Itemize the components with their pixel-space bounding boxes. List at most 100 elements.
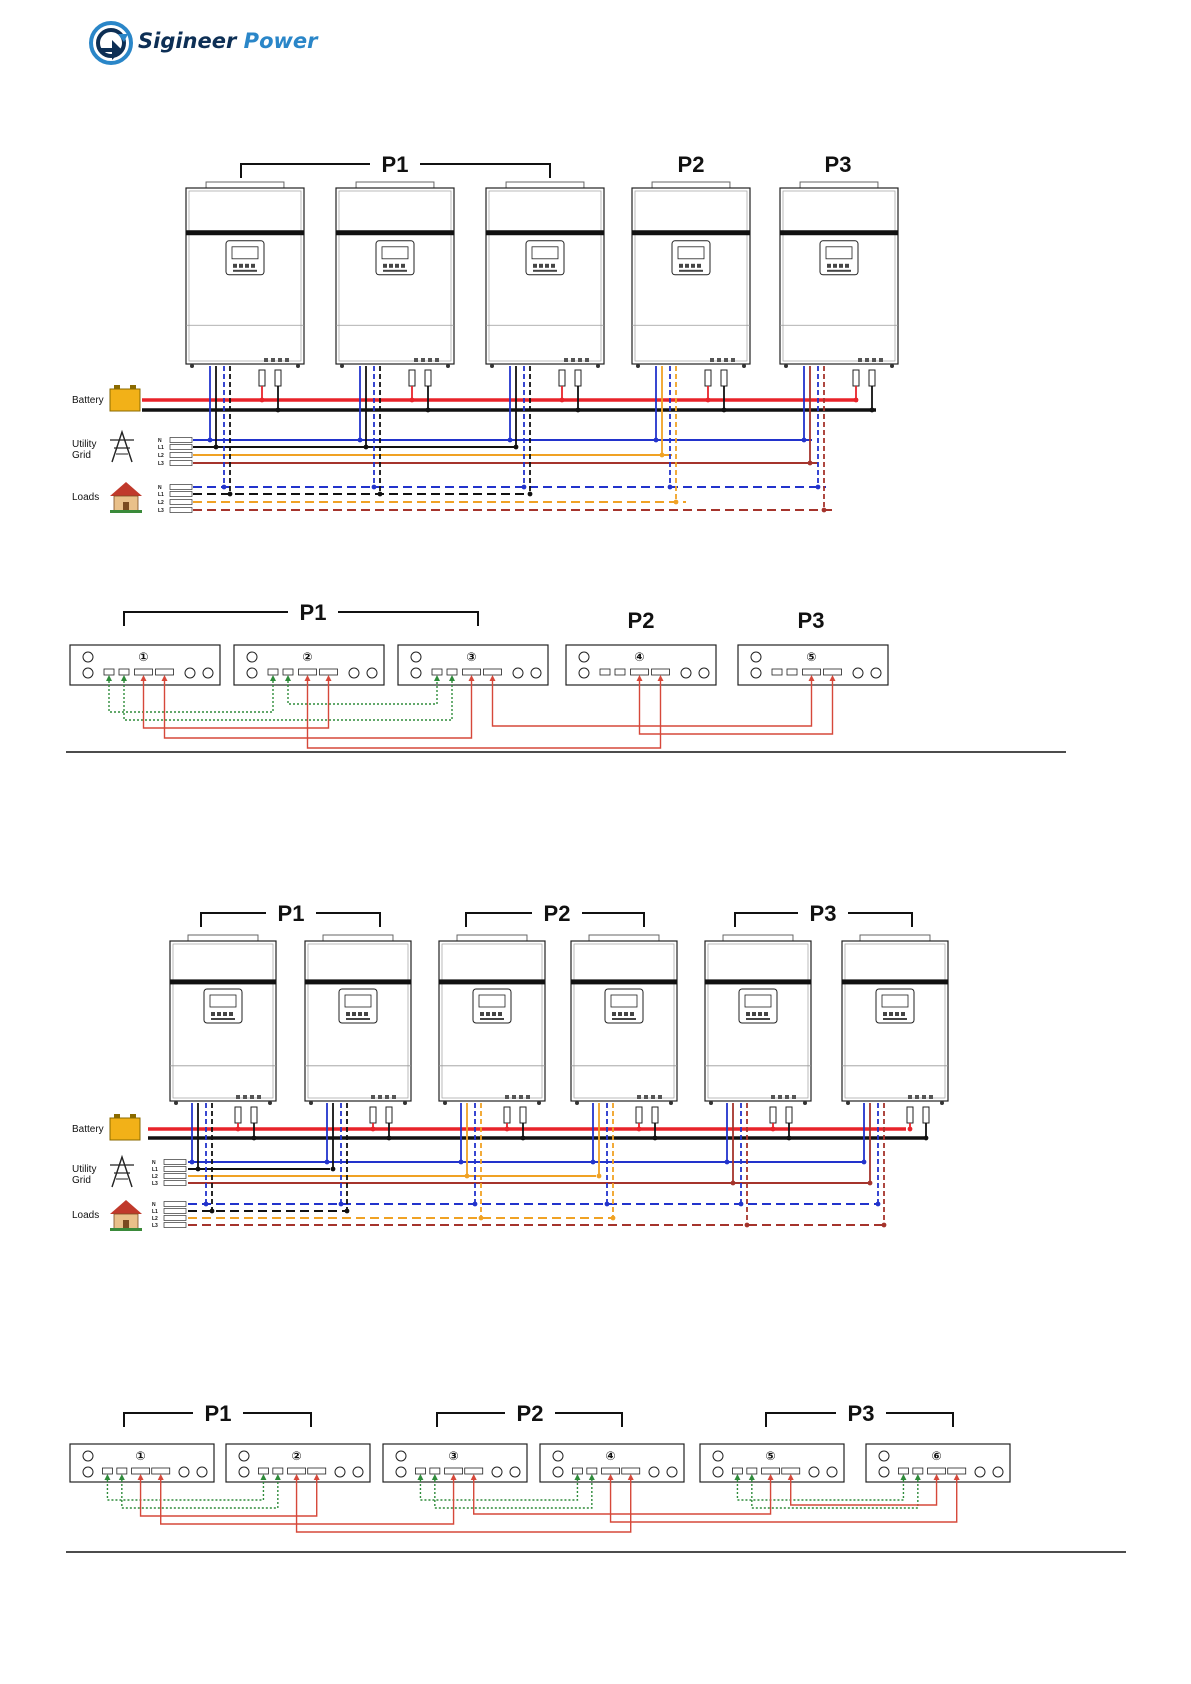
terminal-block xyxy=(164,1216,186,1221)
terminal-block xyxy=(170,492,192,497)
fuse xyxy=(275,370,281,386)
inverter-stripe xyxy=(632,230,750,235)
bracket-line xyxy=(243,1413,311,1427)
foot xyxy=(596,364,600,368)
lcd-screen xyxy=(882,995,908,1007)
comm-cable xyxy=(737,1480,903,1500)
keypad-button xyxy=(352,1012,356,1016)
terminal xyxy=(778,1095,782,1099)
bracket-line xyxy=(241,164,370,178)
junction-dot xyxy=(228,492,233,497)
terminal xyxy=(378,1095,382,1099)
inverter-unit xyxy=(842,935,948,1105)
bracket-line xyxy=(466,913,532,927)
lcd-screen xyxy=(479,995,505,1007)
line-label: L1 xyxy=(152,1209,158,1215)
house-grass-icon xyxy=(110,510,142,513)
foot xyxy=(446,364,450,368)
foot xyxy=(443,1101,447,1105)
comm-cable xyxy=(611,1480,957,1522)
unit-number: ⑥ xyxy=(931,1449,941,1463)
foot xyxy=(309,1101,313,1105)
can-port xyxy=(320,669,338,675)
keypad-button xyxy=(245,264,249,268)
keypad-button xyxy=(533,264,537,268)
unit-number: ② xyxy=(302,650,312,664)
keypad-button xyxy=(551,264,555,268)
lcd-screen xyxy=(210,995,236,1007)
junction-dot xyxy=(522,485,527,490)
keypad-button xyxy=(901,1012,905,1016)
tower-icon xyxy=(112,432,132,462)
screw-hole xyxy=(185,668,195,678)
terminal xyxy=(929,1095,933,1099)
screw-hole xyxy=(827,1467,837,1477)
line-label: N xyxy=(158,438,162,444)
keypad-strip xyxy=(883,1018,907,1020)
junction-dot xyxy=(605,1202,610,1207)
phase-label: P3 xyxy=(825,152,852,177)
fuse xyxy=(923,1107,929,1123)
inverter-stripe xyxy=(486,230,604,235)
screw-hole xyxy=(531,668,541,678)
comm-cable xyxy=(791,1480,937,1505)
inverter-mount xyxy=(457,935,527,941)
inverter-unit xyxy=(336,182,454,368)
inverter-stripe xyxy=(305,979,411,984)
sync-port xyxy=(283,669,293,675)
junction-dot xyxy=(521,1136,526,1141)
screw-hole xyxy=(411,652,421,662)
terminal xyxy=(435,358,439,362)
phase-label: P1 xyxy=(300,600,327,625)
terminal xyxy=(651,1095,655,1099)
line-label: N xyxy=(152,1160,156,1166)
screw-hole xyxy=(247,668,257,678)
unit-number: ① xyxy=(138,650,148,664)
lcd-screen xyxy=(678,247,704,259)
terminal xyxy=(428,358,432,362)
keypad-button xyxy=(358,1012,362,1016)
loads-label: Loads xyxy=(72,492,99,503)
keypad-button xyxy=(845,264,849,268)
can-port xyxy=(602,1468,620,1474)
loads-label: Loads xyxy=(72,1210,99,1221)
screw-hole xyxy=(713,1467,723,1477)
fuse xyxy=(652,1107,658,1123)
phase-bracket: P1 xyxy=(241,152,550,178)
keypad-button xyxy=(827,264,831,268)
can-port xyxy=(299,669,317,675)
fuse xyxy=(575,370,581,386)
keypad-button xyxy=(498,1012,502,1016)
screw-hole xyxy=(349,668,359,678)
inverter-mount xyxy=(356,182,434,188)
line-label: L2 xyxy=(158,453,164,459)
comm-cable xyxy=(141,1480,317,1516)
line-label: L2 xyxy=(152,1174,158,1180)
keypad-button xyxy=(364,1012,368,1016)
phase-bracket: P1 xyxy=(201,901,380,927)
fuse xyxy=(504,1107,510,1123)
screw-hole xyxy=(553,1451,563,1461)
foot xyxy=(575,1101,579,1105)
terminal xyxy=(271,358,275,362)
keypad-button xyxy=(480,1012,484,1016)
keypad-button xyxy=(389,264,393,268)
keypad-button xyxy=(764,1012,768,1016)
line-label: L1 xyxy=(158,492,164,498)
inverter-stripe xyxy=(186,230,304,235)
terminal xyxy=(421,358,425,362)
comm-cable xyxy=(109,681,273,712)
lcd-screen xyxy=(532,247,558,259)
sync-port xyxy=(772,669,782,675)
grid-label: Grid xyxy=(72,1175,91,1186)
inverter-mount xyxy=(800,182,878,188)
comm-cable xyxy=(435,1480,592,1508)
junction-dot xyxy=(637,1127,642,1132)
inverter-mount xyxy=(206,182,284,188)
junction-dot xyxy=(660,453,665,458)
junction-dot xyxy=(465,1174,470,1179)
can-port xyxy=(152,1468,170,1474)
comm-board: ⑥ xyxy=(866,1444,1010,1482)
keypad-button xyxy=(492,1012,496,1016)
screw-hole xyxy=(699,668,709,678)
